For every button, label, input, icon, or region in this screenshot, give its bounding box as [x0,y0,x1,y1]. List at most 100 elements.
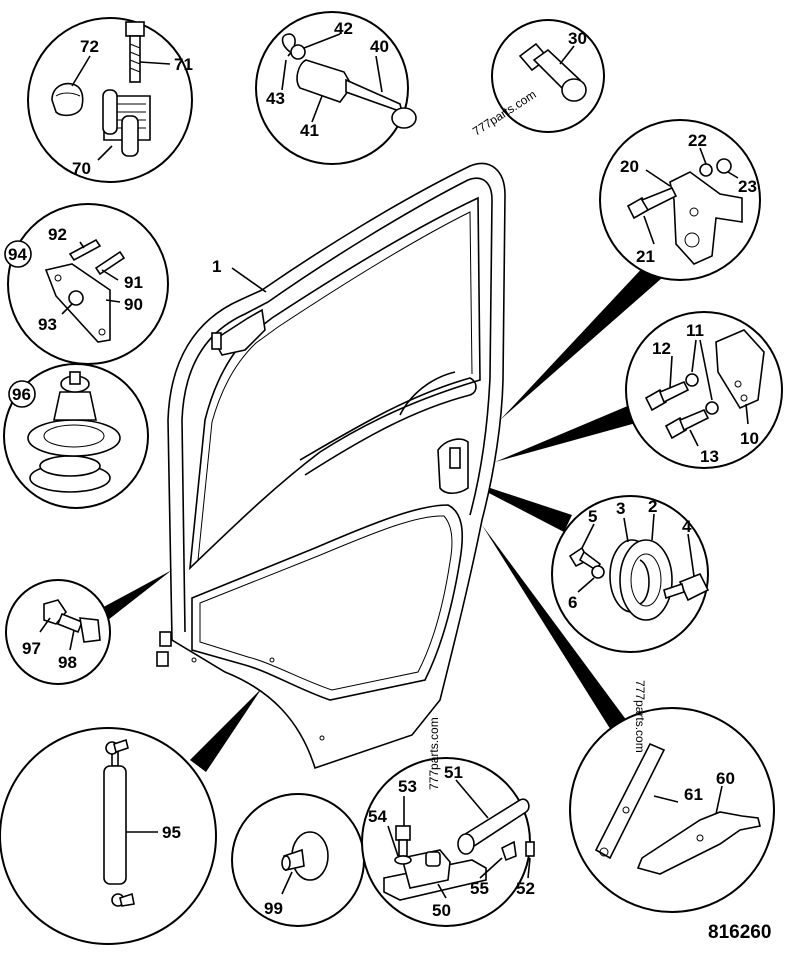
leader-99 [281,871,293,895]
part-53-bolt [398,839,408,857]
leader-1 [231,267,267,293]
detail-pin-set [255,11,417,165]
part-30-head [561,78,587,102]
detail-handle [551,495,710,653]
leader-40 [375,55,383,93]
label-6: 6 [568,593,577,612]
label-52: 52 [516,879,535,898]
label-51: 51 [444,763,463,782]
label-72: 72 [80,37,99,56]
leader-4 [687,533,695,577]
leader-92 [79,241,85,249]
label-55: 55 [470,879,489,898]
part-42-washer [290,44,306,60]
label-96: 96 [12,385,31,404]
door-lower-panel-inner [199,515,453,691]
part-55-nipple [501,840,517,862]
leader-61 [653,795,679,803]
door-window-inner [197,211,473,561]
label-92: 92 [48,225,67,244]
label-10: 10 [740,429,759,448]
label-98: 98 [58,653,77,672]
part-71-shank [129,35,141,83]
part-6-washer [591,565,605,579]
door-rail-2 [399,371,456,416]
detail-circle-97 [5,579,111,685]
leader-54 [387,825,399,857]
detail-latch-bracket [599,119,761,281]
part-93-nut [68,290,84,306]
door-hole-3 [319,735,325,741]
detail-mount [3,363,149,509]
label-94: 94 [8,245,27,264]
detail-striker [491,19,605,133]
leader-20 [645,169,671,187]
label-22: 22 [688,131,707,150]
label-43: 43 [266,89,285,108]
part-53-bolt-head [395,825,411,841]
label-54: 54 [368,807,387,826]
leader-52 [527,857,531,879]
door-hinge-upper [159,631,172,647]
part-95-body [103,765,127,885]
label-21: 21 [636,247,655,266]
label-4: 4 [682,517,692,536]
leader-12 [669,355,673,389]
leader-50 [437,883,447,899]
label-11: 11 [686,321,704,340]
part-54-washer [394,855,412,865]
part-52-plug [525,841,535,857]
wedge-20 [500,262,662,420]
label-60: 60 [716,769,735,788]
wedge-61 [482,525,630,735]
door-bracket-tab [211,332,222,350]
leader-72 [71,55,91,87]
label-61: 61 [684,785,703,804]
detail-handle-bracket [625,311,783,469]
detail-check-strap [569,707,775,913]
detail-gas-strut [0,727,217,945]
label-12: 12 [652,339,671,358]
door-frame-inner [181,177,493,633]
leader-22 [699,147,707,165]
detail-bump-stop [231,793,365,927]
detail-circle-60 [569,707,775,913]
leader-5 [581,523,595,549]
label-95: 95 [162,823,181,842]
label-91: 91 [124,273,143,292]
wedge-95 [190,688,262,772]
leader-23 [727,171,739,179]
part-22-washer [699,163,713,177]
leader-55 [479,857,503,879]
detail-plate [4,203,169,365]
label-1: 1 [212,257,221,276]
part-20-bracket [669,171,743,265]
part-61-arm [594,742,666,860]
label-70: 70 [72,159,91,178]
door-handle-lock [449,447,461,469]
wedge-97 [98,570,172,620]
leader-wedges [98,262,662,772]
ref-96-circle [8,380,36,408]
part-11-washer-a [685,373,699,387]
wedge-10 [495,405,636,462]
part-40-head [391,107,417,129]
label-5: 5 [588,507,597,526]
leader-3 [623,517,629,543]
leader-13 [689,429,699,447]
label-71: 71 [174,55,193,74]
part-2-handle [619,539,673,621]
leader-11a [691,339,697,373]
leader-51 [455,779,489,819]
part-98-bolt [56,612,84,634]
leader-6 [577,577,595,593]
leader-41 [311,95,323,123]
part-23-nut [716,158,732,174]
door-hinge-lower [156,651,169,667]
label-23: 23 [738,177,757,196]
door-hole-2 [269,657,275,663]
part-72-nut [51,82,84,117]
detail-latch-block [361,757,535,927]
label-42: 42 [334,19,353,38]
